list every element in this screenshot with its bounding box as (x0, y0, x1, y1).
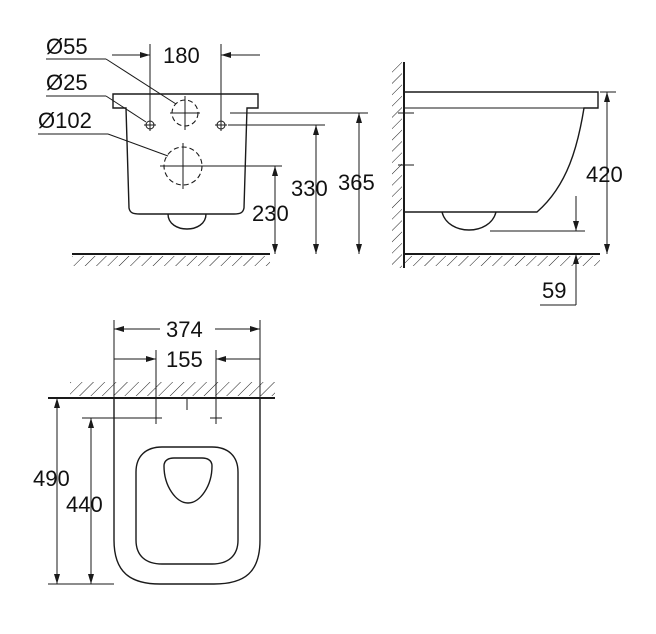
dim-diameter-102-label: Ø102 (38, 108, 92, 133)
dim-365-arrow-bottom (356, 244, 362, 254)
dim-59-arrow-bottom (573, 254, 579, 264)
dim-440-label: 440 (66, 492, 103, 517)
dim-330-arrow-top (313, 125, 319, 135)
dim-59-label: 59 (542, 278, 566, 303)
side-floor-hatch (404, 256, 600, 266)
toilet-front-outlet (167, 213, 207, 230)
dim-diameter-25-leader (105, 95, 147, 123)
dim-230-label: 230 (252, 201, 289, 226)
dim-330-label: 330 (291, 176, 328, 201)
toilet-top-outline (113, 398, 261, 585)
dim-365-label: 365 (338, 170, 375, 195)
dim-490-arrow-bottom (54, 574, 60, 584)
dim-diameter-25-label: Ø25 (46, 70, 88, 95)
toilet-side-body (404, 91, 599, 213)
dim-59-arrow-top (573, 221, 579, 231)
dim-180-label: 180 (163, 43, 200, 68)
dim-420-arrow-top (604, 92, 610, 102)
dim-365-arrow-top (356, 113, 362, 123)
top-view: 374 155 490 440 (33, 317, 275, 585)
dim-180-arrow-right (221, 52, 231, 58)
toilet-top-seat (135, 446, 239, 565)
dim-420-arrow-bottom (604, 244, 610, 254)
dim-155-label: 155 (166, 347, 203, 372)
dim-374-arrow-right (250, 326, 260, 332)
side-view: 420 59 (392, 62, 623, 306)
dim-374-arrow-left (114, 326, 124, 332)
dim-420-label: 420 (586, 162, 623, 187)
toilet-side-outlet (441, 211, 497, 231)
dim-440-arrow-top (88, 418, 94, 428)
dim-155-arrow-left (146, 356, 156, 362)
toilet-top-bowl (163, 457, 213, 504)
floor-hatch (72, 256, 270, 266)
dim-330-arrow-bottom (313, 244, 319, 254)
front-view: 180 Ø55 Ø25 Ø102 230 330 365 (38, 34, 375, 266)
dim-230-arrow-bottom (272, 244, 278, 254)
wall-hatch (392, 62, 402, 268)
dim-diameter-55-label: Ø55 (46, 34, 88, 59)
dim-374-label: 374 (166, 317, 203, 342)
toilet-front-body (112, 93, 259, 215)
dim-diameter-102-leader (107, 133, 169, 157)
top-wall-hatch (70, 382, 275, 396)
dim-diameter-55-leader (105, 58, 177, 105)
dim-180-arrow-left (140, 52, 150, 58)
dim-440-arrow-bottom (88, 574, 94, 584)
dim-230-arrow-top (272, 166, 278, 176)
dim-155-arrow-right (216, 356, 226, 362)
dim-490-label: 490 (33, 466, 70, 491)
dim-490-arrow-top (54, 398, 60, 408)
